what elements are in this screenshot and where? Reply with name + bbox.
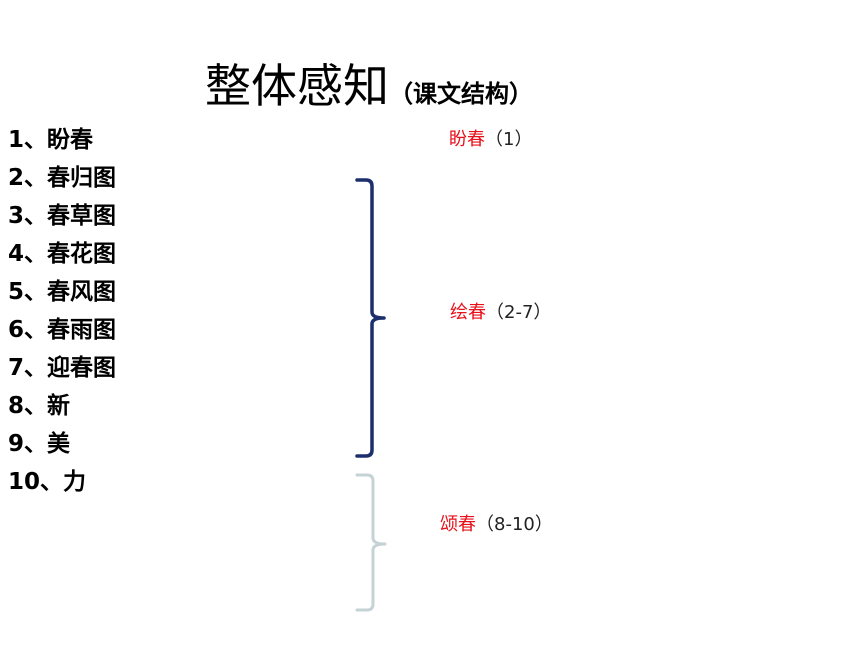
list-item: 5、春风图 (8, 279, 117, 305)
list-item: 3、春草图 (8, 203, 117, 229)
list-item: 4、春花图 (8, 241, 117, 267)
part-range: （2-7） (486, 302, 552, 323)
title-main: 整体感知 (205, 59, 389, 113)
list-item: 1、盼春 (8, 127, 94, 153)
part-range: （8-10） (476, 514, 553, 535)
right-brace-icon (355, 473, 387, 612)
part-label-song-chun: 颂春（8-10） (440, 510, 553, 536)
part-name: 颂春 (440, 514, 476, 535)
part-label-pan-chun: 盼春（1） (449, 125, 532, 151)
list-item: 10、力 (8, 469, 87, 495)
part-range: （1） (485, 129, 533, 150)
list-item: 2、春归图 (8, 165, 117, 191)
part-name: 盼春 (449, 129, 485, 150)
slide-title: 整体感知（课文结构） (205, 50, 533, 116)
list-item: 7、迎春图 (8, 355, 117, 381)
part-label-hui-chun: 绘春（2-7） (450, 298, 551, 324)
right-brace-icon (355, 178, 386, 458)
list-item: 6、春雨图 (8, 317, 117, 343)
title-subtitle: （课文结构） (389, 80, 533, 108)
list-item: 9、美 (8, 431, 71, 457)
section-list: 1、盼春 2、春归图 3、春草图 4、春花图 5、春风图 6、春雨图 7、迎春图… (8, 121, 116, 501)
part-name: 绘春 (450, 302, 486, 323)
list-item: 8、新 (8, 393, 71, 419)
